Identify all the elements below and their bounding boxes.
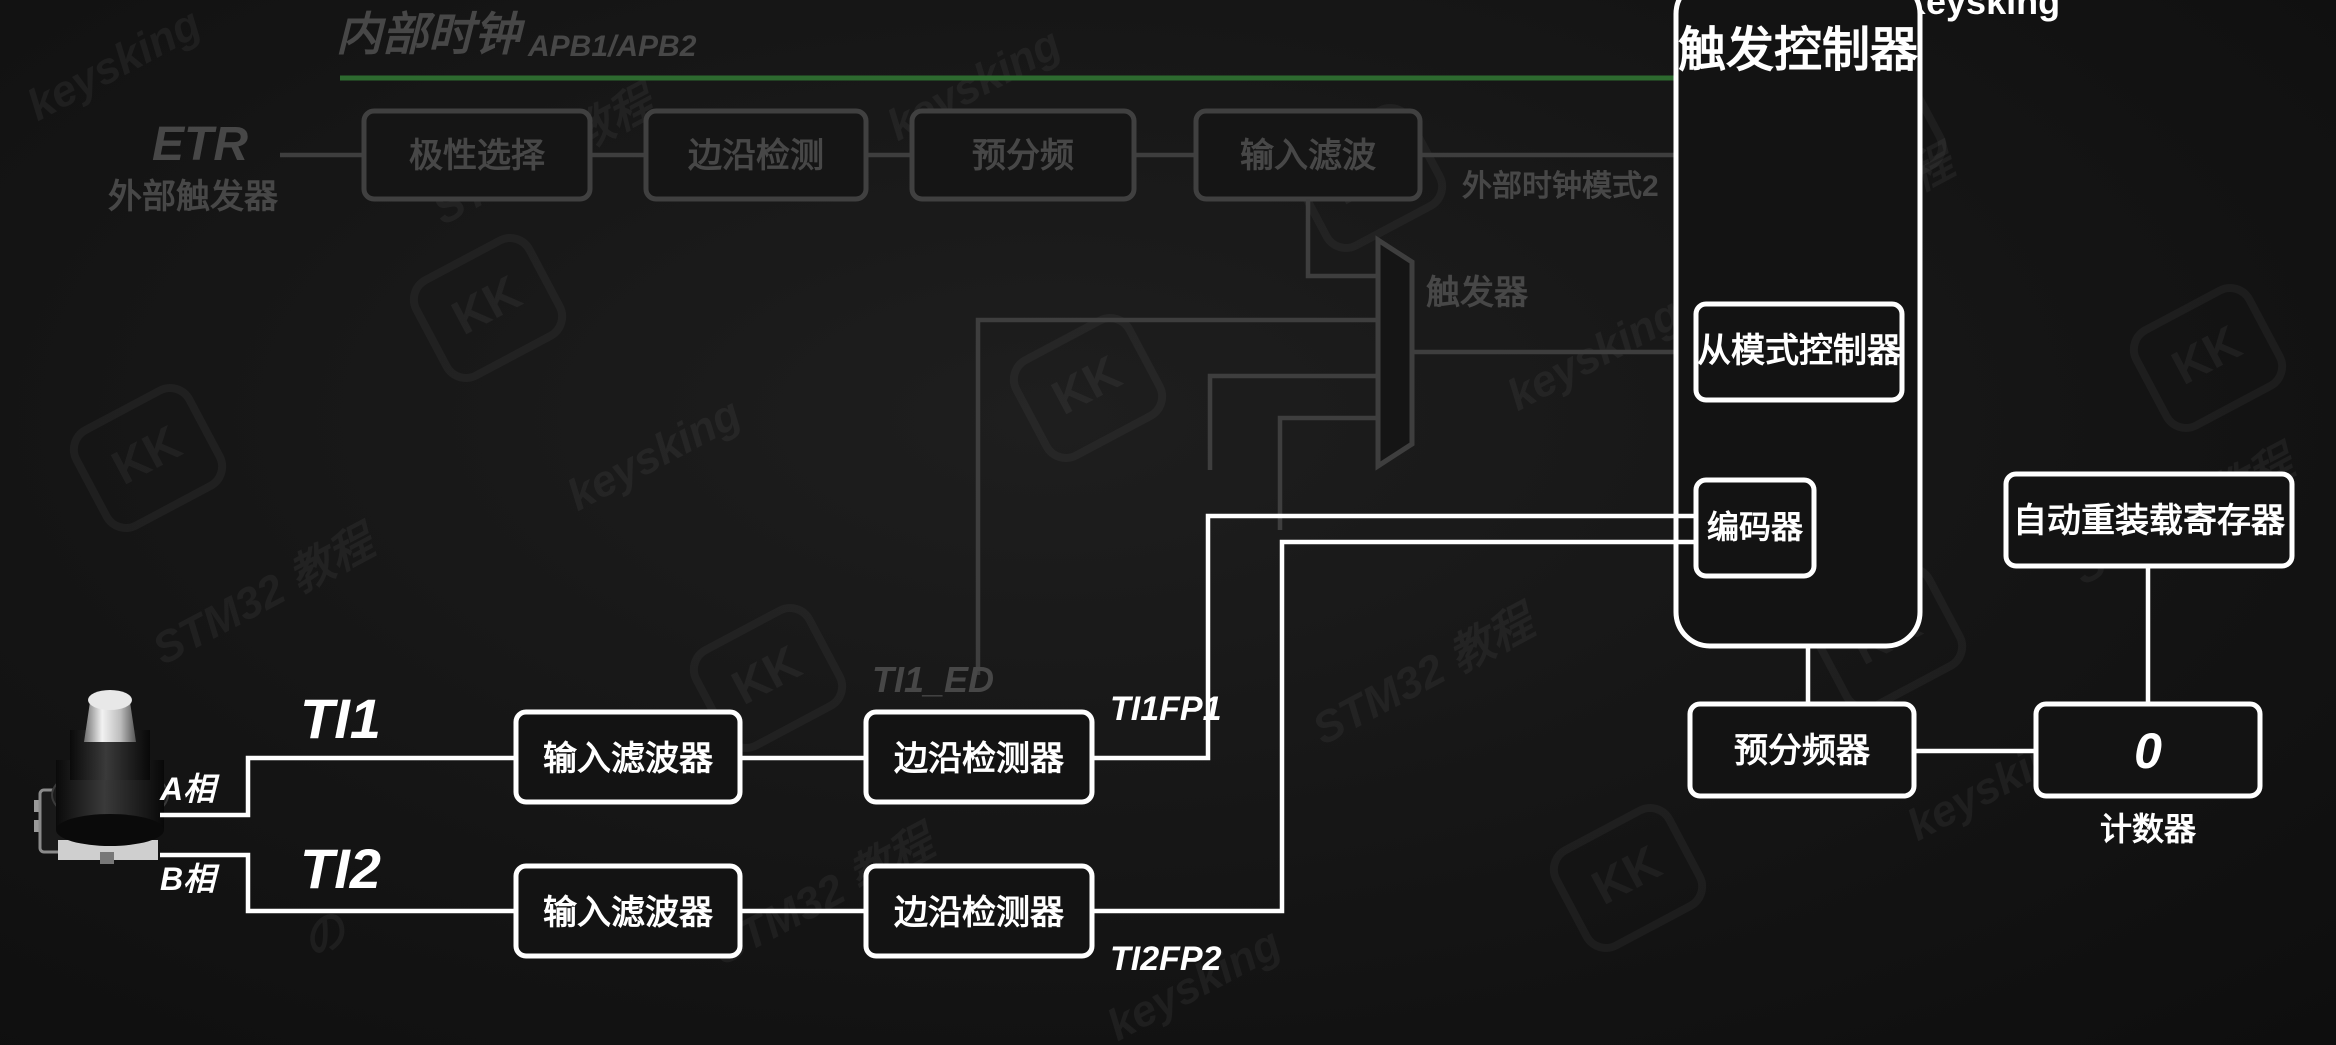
counter-block: 0	[2033, 701, 2263, 799]
etr-block-polarity: 极性选择	[361, 108, 593, 202]
ti2-edge-detector-label: 边沿检测器	[894, 893, 1065, 932]
etr-block-edge-label: 边沿检测	[688, 136, 824, 175]
etr-label: ETR	[152, 118, 248, 171]
internal-clock-label: 内部时钟 APB1/APB2	[336, 8, 697, 63]
trigger-mux	[1375, 235, 1415, 471]
encoder-block: 编码器	[1693, 477, 1817, 579]
etr-block-filter-label: 输入滤波	[1240, 137, 1376, 175]
internal-clock-bus: APB1/APB2	[527, 30, 697, 63]
slave-mode-controller: 从模式控制器	[1693, 301, 1905, 403]
trigger-mux-label: 触发器	[1426, 274, 1529, 312]
external-clock-mode2-label: 外部时钟模式2	[1462, 169, 1659, 203]
ti1fp1-label: TI1FP1	[1110, 690, 1221, 728]
ti1-wire	[160, 513, 1696, 818]
ti1-input-filter: 输入滤波器	[513, 709, 743, 805]
etr-block-filter: 输入滤波	[1193, 108, 1423, 202]
slave-mode-controller-label: 从模式控制器	[1697, 332, 1902, 370]
ti2-input-filter-label: 输入滤波器	[543, 894, 714, 932]
etr-block-prescaler: 预分频	[909, 108, 1137, 202]
trigger-controller-title: 触发控制器	[1678, 24, 1919, 77]
counter-value: 0	[2134, 723, 2162, 779]
prescaler-label: 预分频器	[1734, 732, 1871, 770]
ti2-wire	[160, 539, 1696, 914]
prescaler-block: 预分频器	[1687, 701, 1917, 799]
phase-b-label: B相	[160, 861, 220, 897]
counter-wires	[1805, 566, 2151, 754]
ti1-input-filter-label: 输入滤波器	[543, 740, 714, 778]
ti2-label: TI2	[300, 837, 381, 900]
etr-block-prescaler-label: 预分频	[972, 137, 1074, 175]
ti2fp2-label: TI2FP2	[1110, 940, 1222, 978]
auto-reload-register: 自动重装载寄存器	[2003, 471, 2295, 569]
ti1-label: TI1	[300, 687, 381, 750]
etr-block-edge: 边沿检测	[643, 108, 869, 202]
counter-label: 计数器	[2100, 811, 2197, 847]
encoder-label: 编码器	[1707, 509, 1804, 545]
ti1-edge-detector-label: 边沿检测器	[894, 739, 1065, 778]
internal-clock-text: 内部时钟	[336, 8, 526, 60]
ti2-input-filter: 输入滤波器	[513, 863, 743, 959]
trigger-mux-wires	[975, 199, 1676, 675]
ti1-ed-label: TI1_ED	[872, 659, 994, 700]
phase-a-label: A相	[159, 771, 220, 807]
auto-reload-register-label: 自动重装载寄存器	[2013, 502, 2286, 540]
rotary-encoder-knob	[34, 690, 169, 864]
ti2-edge-detector: 边沿检测器	[863, 863, 1095, 959]
logo-partial: Keysking	[1900, 0, 2060, 22]
etr-desc: 外部触发器	[108, 178, 279, 216]
ti1-edge-detector: 边沿检测器	[863, 709, 1095, 805]
etr-block-polarity-label: 极性选择	[409, 137, 546, 175]
